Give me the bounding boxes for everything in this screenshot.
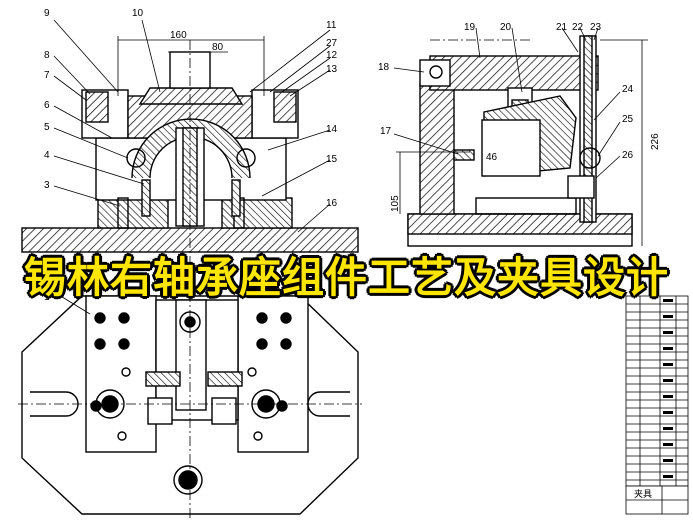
part-number: 7: [44, 70, 50, 81]
parts-list: [625, 295, 689, 515]
part-number: 15: [326, 154, 338, 165]
side-view: [393, 27, 648, 247]
top-view-labels: 1: [44, 292, 50, 303]
dimension-label: 46: [486, 152, 498, 163]
part-number: 1: [44, 292, 50, 303]
part-number: 12: [326, 50, 338, 61]
part-number: 26: [622, 150, 634, 161]
front-view: [21, 19, 359, 262]
part-number: 16: [326, 198, 338, 209]
part-number: 5: [44, 122, 50, 133]
part-number: 8: [44, 50, 50, 61]
side-view-labels: 18 19 20 21 22 23 24 25 26 17 46 105 226: [378, 22, 661, 212]
part-number: 21: [556, 22, 568, 33]
parts-list-fill: [663, 299, 673, 478]
dimension-label: 80: [212, 42, 224, 53]
part-number: 18: [378, 62, 390, 73]
part-number: 14: [326, 124, 338, 135]
part-number: 20: [500, 22, 512, 33]
part-number: 23: [590, 22, 602, 33]
banner-title: 锡林右轴承座组件工艺及夹具设计: [23, 252, 669, 302]
part-number: 11: [326, 20, 337, 31]
part-number: 25: [622, 114, 634, 125]
part-number: 17: [380, 126, 392, 137]
part-number: 3: [44, 180, 50, 191]
title-block-name: 夹具: [634, 488, 652, 499]
part-number: 4: [44, 150, 50, 161]
part-number: 24: [622, 84, 634, 95]
part-number: 19: [464, 22, 476, 33]
dimension-label: 160: [170, 30, 187, 41]
part-number: 22: [572, 22, 584, 33]
front-view-labels: 9 10 11 27 12 13 8 7 6 5 4 3 14 15 16 16…: [44, 8, 338, 209]
part-number: 13: [326, 64, 338, 75]
top-view: [18, 291, 362, 518]
part-number: 6: [44, 100, 50, 111]
dimension-label: 226: [650, 133, 661, 150]
dimension-label: 105: [390, 195, 401, 212]
part-number: 10: [132, 8, 144, 19]
part-number: 9: [44, 8, 50, 19]
part-number: 27: [326, 38, 338, 49]
